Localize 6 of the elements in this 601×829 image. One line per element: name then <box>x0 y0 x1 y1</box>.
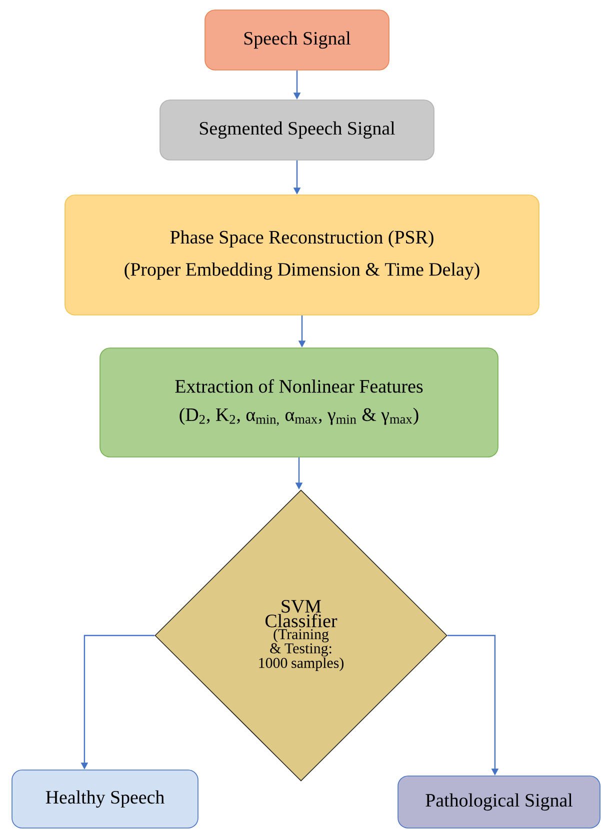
output-box: Pathological Signal <box>398 776 600 828</box>
process-box: Phase Space Reconstruction (PSR) (Proper Embedding Dimension & Time Delay) <box>64 194 540 316</box>
output-box: Healthy Speech <box>12 770 198 828</box>
process-box: Speech Signal <box>204 10 390 70</box>
process-box: Extraction of Nonlinear Features (D$_{2}$, K$_{2}$, α$_{min,}$ α$_{max}$, γ$_{min}$ & γ$_{max}$) <box>100 348 498 458</box>
process-box: Segmented Speech Signal <box>160 100 434 160</box>
